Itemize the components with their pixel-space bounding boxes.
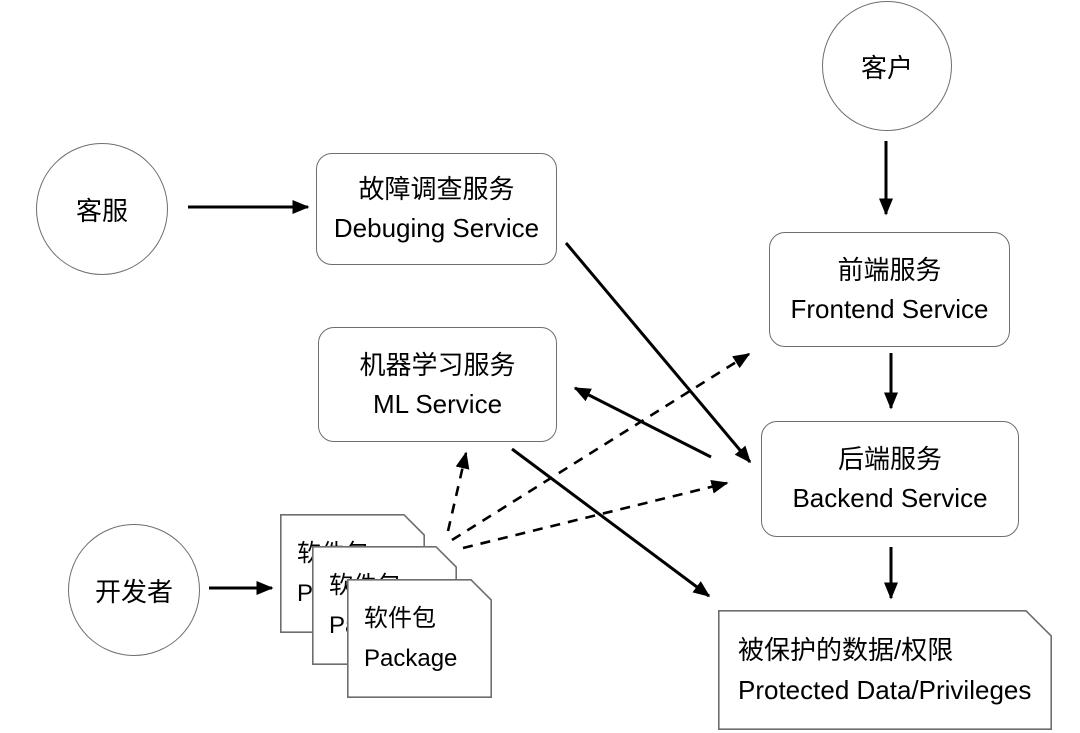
package-title-zh: 软件包 — [364, 604, 436, 632]
node-customer-service-label: 客服 — [75, 195, 128, 226]
node-customer: 客户 — [822, 1, 952, 131]
protected-data-title-en: Protected Data/Privileges — [738, 675, 1032, 705]
node-ml-service: 机器学习服务 ML Service — [318, 327, 557, 442]
node-customer-service: 客服 — [36, 143, 168, 275]
node-frontend-service: 前端服务 Frontend Service — [769, 232, 1010, 347]
document-shape — [718, 610, 1052, 730]
node-debugging-service: 故障调查服务 Debuging Service — [316, 153, 557, 265]
edge-package-to-backend-service — [462, 479, 729, 550]
node-protected-data: 被保护的数据/权限 Protected Data/Privileges — [718, 610, 1052, 730]
edge-debugging-service-to-backend-service — [564, 242, 752, 464]
frontend-service-title-zh: 前端服务 — [837, 254, 942, 285]
backend-service-title-zh: 后端服务 — [837, 444, 942, 474]
node-customer-label: 客户 — [860, 52, 913, 83]
document-shape — [347, 579, 492, 698]
node-developer: 开发者 — [68, 524, 200, 656]
edge-backend-service-to-ml-service — [573, 386, 712, 459]
edge-package-to-ml-service — [446, 451, 470, 532]
debugging-service-title-zh: 故障调查服务 — [358, 174, 515, 204]
ml-service-title-zh: 机器学习服务 — [359, 349, 516, 380]
node-backend-service: 后端服务 Backend Service — [761, 421, 1019, 537]
backend-service-title-en: Backend Service — [792, 483, 988, 513]
edge-package-to-frontend-service — [451, 352, 751, 542]
protected-data-title-zh: 被保护的数据/权限 — [738, 635, 954, 665]
node-package-front: 软件包 Package — [347, 579, 492, 698]
frontend-service-title-en: Frontend Service — [790, 293, 989, 324]
ml-service-title-en: ML Service — [372, 388, 503, 419]
debugging-service-title-en: Debuging Service — [333, 213, 540, 243]
node-developer-label: 开发者 — [94, 576, 173, 607]
package-title-en: Package — [364, 644, 458, 672]
edge-ml-service-to-protected-data — [511, 447, 711, 598]
